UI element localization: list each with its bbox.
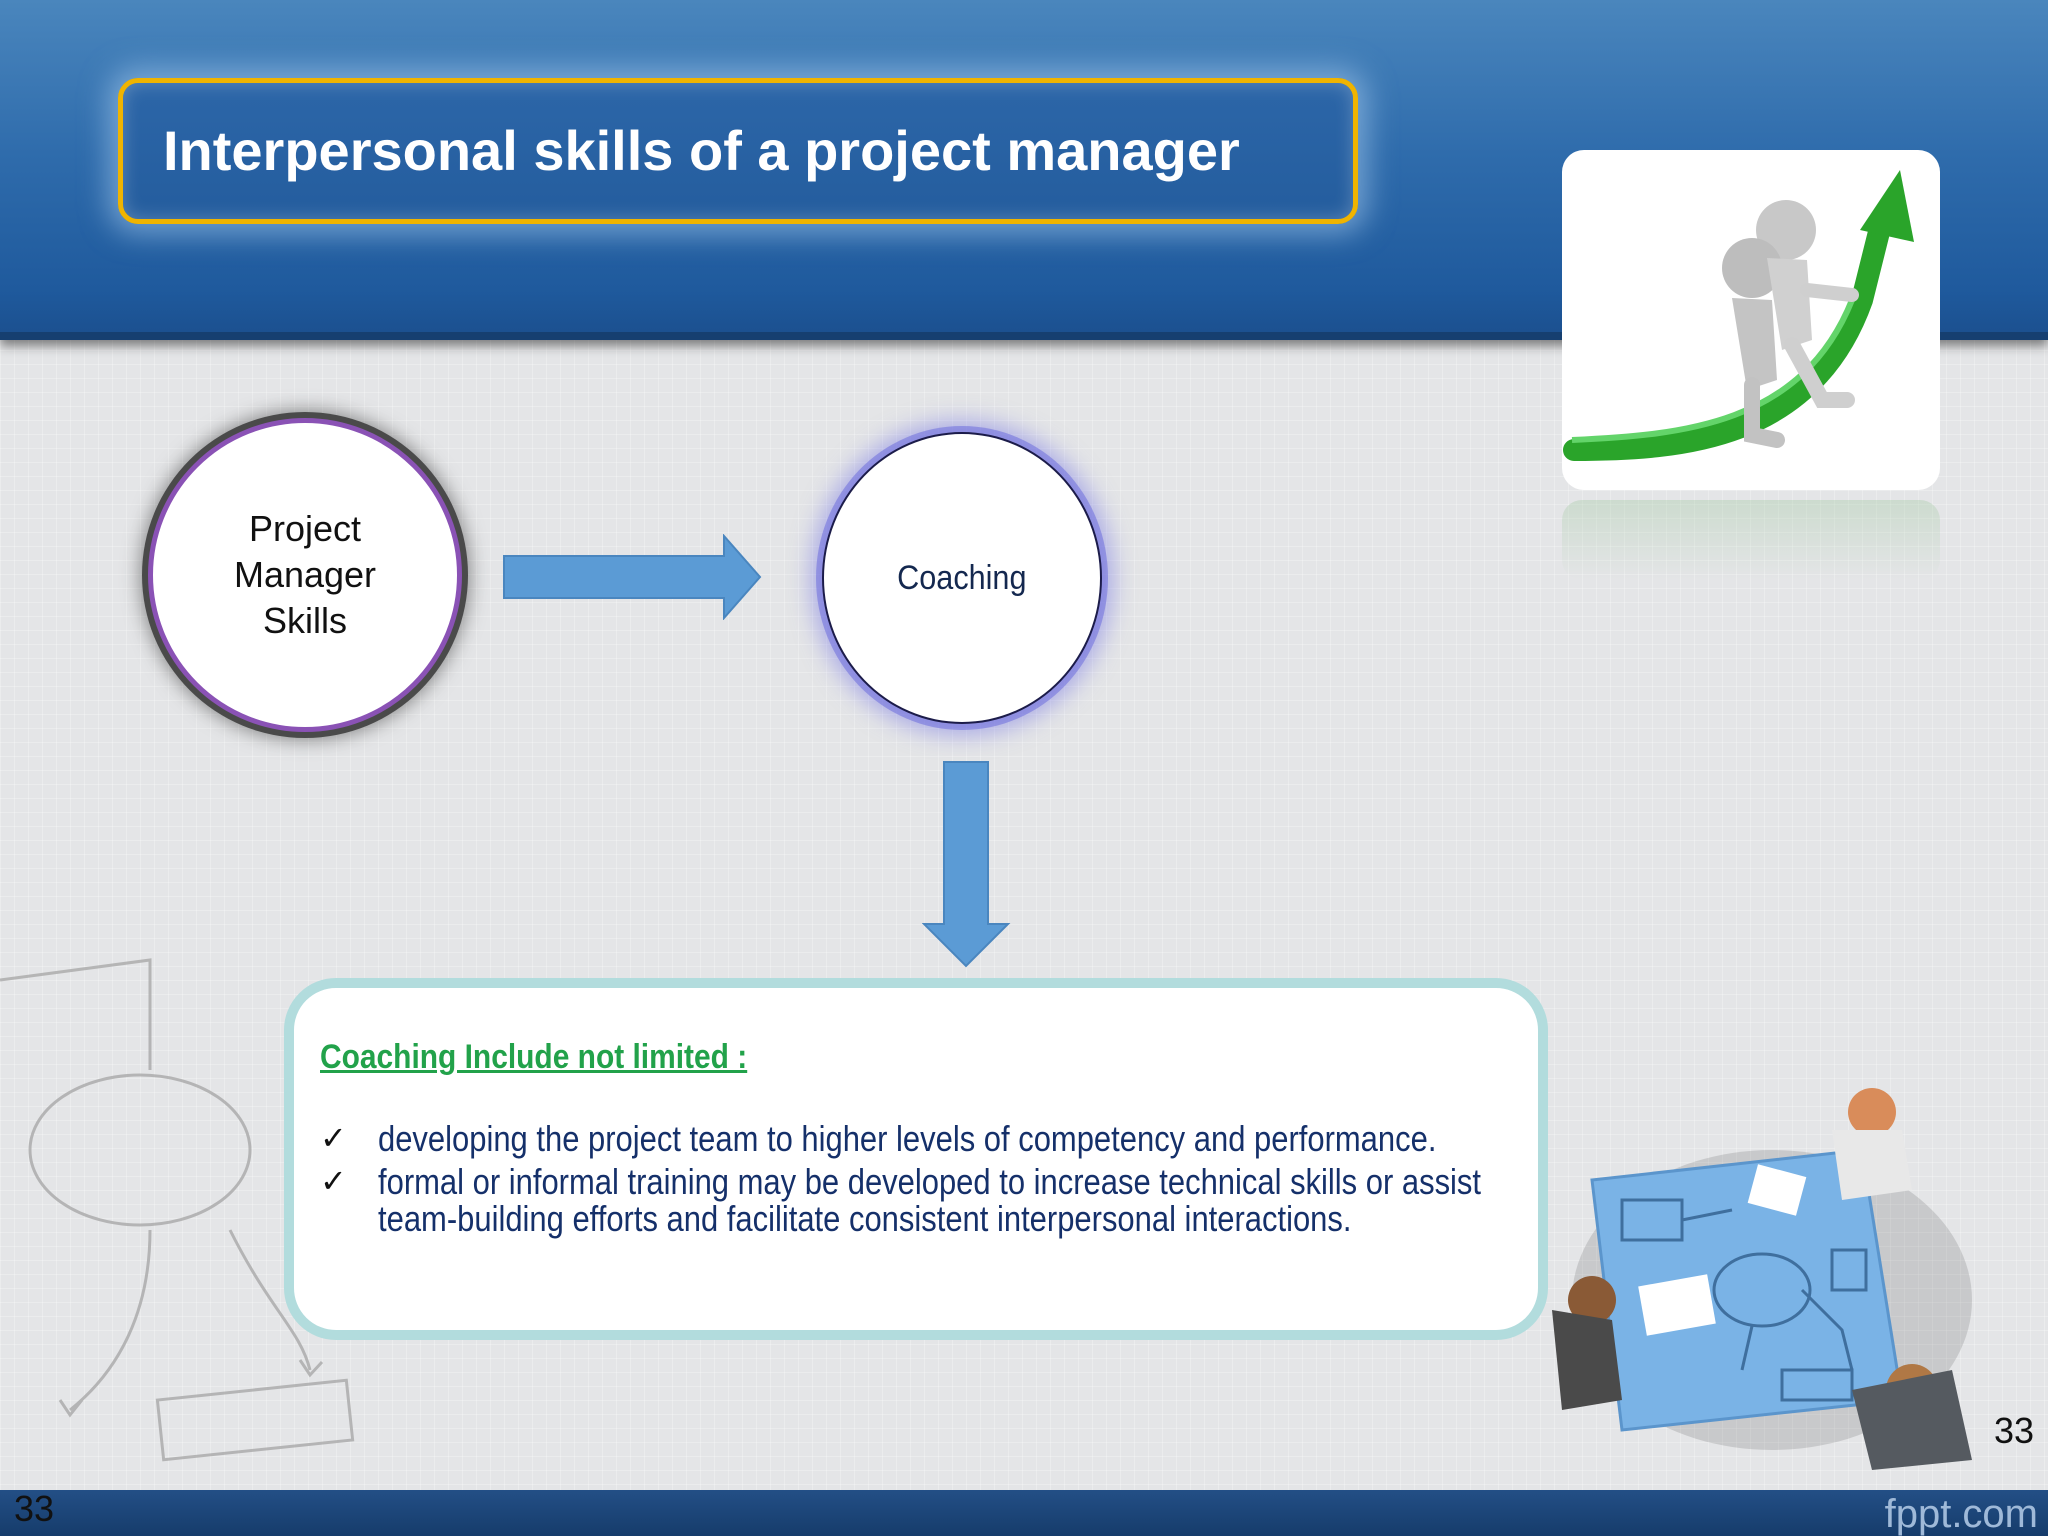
coaching-label: Coaching bbox=[897, 559, 1026, 598]
check-icon: ✓ bbox=[320, 1120, 347, 1157]
right-arrow bbox=[502, 534, 764, 620]
coaching-circle: Coaching bbox=[822, 432, 1102, 724]
growth-arrow-illustration bbox=[1562, 150, 1940, 490]
illustration-reflection bbox=[1562, 500, 1940, 580]
check-icon: ✓ bbox=[320, 1163, 347, 1200]
list-item: ✓ formal or informal training may be dev… bbox=[320, 1163, 1530, 1237]
footer-brand: fppt.com bbox=[1885, 1492, 2038, 1536]
page-number-right: 33 bbox=[1994, 1410, 2034, 1452]
slide-title: Interpersonal skills of a project manage… bbox=[163, 83, 1240, 219]
coaching-info-box: Coaching Include not limited : ✓ develop… bbox=[284, 978, 1548, 1340]
footer-band bbox=[0, 1490, 2048, 1536]
team-planning-illustration bbox=[1552, 1070, 1982, 1470]
page-number-left: 33 bbox=[14, 1488, 54, 1530]
bullet-text: developing the project team to higher le… bbox=[378, 1120, 1496, 1157]
down-arrow bbox=[922, 760, 1012, 968]
project-manager-skills-label: Project Manager Skills bbox=[234, 506, 376, 644]
title-box: Interpersonal skills of a project manage… bbox=[118, 78, 1358, 224]
bullet-list: ✓ developing the project team to higher … bbox=[320, 1120, 1530, 1243]
bullet-text: formal or informal training may be devel… bbox=[378, 1163, 1496, 1237]
info-heading: Coaching Include not limited : bbox=[320, 1038, 747, 1077]
project-manager-skills-circle: Project Manager Skills bbox=[148, 418, 462, 732]
list-item: ✓ developing the project team to higher … bbox=[320, 1120, 1530, 1157]
